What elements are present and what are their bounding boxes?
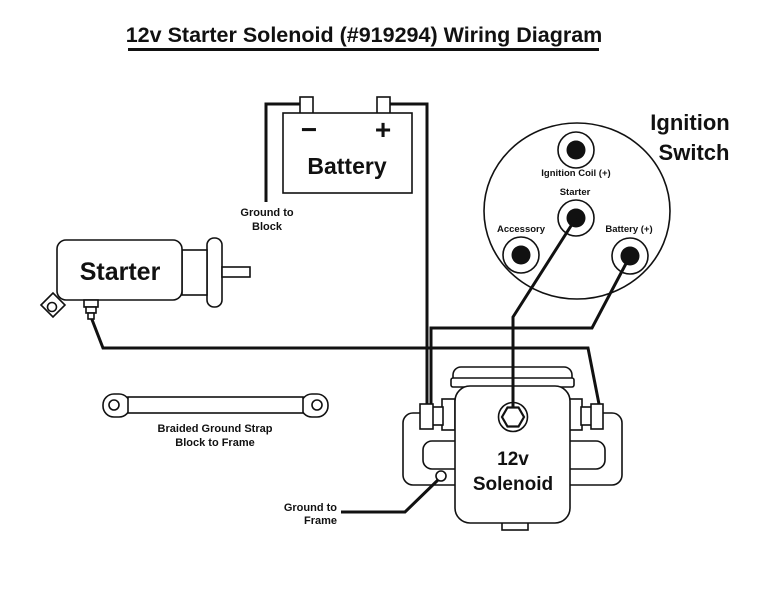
starter-shaft <box>221 266 251 278</box>
terminal-accessory-post <box>511 245 531 265</box>
strap-label-line1: Braided Ground Strap <box>158 423 273 435</box>
ignition-switch-title-line2: Switch <box>659 140 730 165</box>
terminal-ignition-coil: Ignition Coil (+) <box>541 131 611 179</box>
solenoid-label-line1: 12v <box>497 449 529 470</box>
starter-terminal-middle <box>85 306 97 314</box>
ground-to-frame-line2: Frame <box>304 515 337 527</box>
battery-plus-symbol: + <box>375 114 391 145</box>
wire-ignition-starter-to-solenoid-stud <box>511 217 578 412</box>
battery: − + Battery <box>282 96 413 194</box>
wire-battery-positive-to-solenoid <box>386 102 429 406</box>
battery-minus-symbol: − <box>301 114 317 145</box>
starter-terminal-tip <box>87 312 95 320</box>
starter-body <box>56 239 183 301</box>
ground-to-frame-line1: Ground to <box>284 502 337 514</box>
solenoid-mount-hole <box>435 470 447 482</box>
battery-post-positive <box>376 96 391 115</box>
starter-bracket-hole <box>46 301 58 313</box>
terminal-ignition-coil-label: Ignition Coil (+) <box>541 168 610 179</box>
ground-to-block-label: Ground to Block <box>240 207 293 233</box>
terminal-battery-plus-label: Battery (+) <box>605 224 652 235</box>
solenoid-left-terminal-base <box>441 398 456 431</box>
ignition-switch: Ignition Switch Ignition Coil (+) Starte… <box>483 110 730 300</box>
strap-bar <box>127 396 304 414</box>
strap-hole-right <box>311 399 323 411</box>
title-underline <box>128 48 599 51</box>
solenoid-label-line2: Solenoid <box>473 474 553 495</box>
braided-ground-strap: Braided Ground Strap Block to Frame <box>102 393 329 449</box>
ground-to-block-line2: Block <box>252 221 283 233</box>
strap-label-line2: Block to Frame <box>175 437 254 449</box>
starter-motor-section <box>181 249 208 296</box>
starter-label: Starter <box>80 258 161 286</box>
battery-box <box>282 112 413 194</box>
ignition-switch-title-line1: Ignition <box>650 110 729 135</box>
diagram-title: 12v Starter Solenoid (#919294) Wiring Di… <box>126 23 603 47</box>
terminal-accessory: Accessory <box>497 224 546 274</box>
wire-starter-to-solenoid <box>89 316 601 405</box>
solenoid-stud-hex-nut <box>500 406 526 428</box>
starter-motor: Starter <box>39 237 251 320</box>
solenoid-right-terminal-clamp <box>590 403 604 430</box>
solenoid-left-terminal-clamp <box>419 403 434 430</box>
strap-hole-left <box>108 399 120 411</box>
terminal-accessory-label: Accessory <box>497 224 546 235</box>
terminal-ignition-coil-post <box>566 140 586 160</box>
ground-to-block-line1: Ground to <box>240 207 293 219</box>
starter-end-cap <box>206 237 223 308</box>
ground-to-frame-label: Ground to Frame <box>284 502 337 527</box>
starter-terminal-top <box>83 299 99 308</box>
wire-battery-negative-to-ground-block <box>264 102 304 202</box>
terminal-starter: Starter <box>557 187 595 237</box>
battery-post-negative <box>299 96 314 115</box>
terminal-starter-label: Starter <box>560 187 591 198</box>
battery-label: Battery <box>307 153 386 179</box>
wire-ground-to-frame <box>341 476 442 514</box>
